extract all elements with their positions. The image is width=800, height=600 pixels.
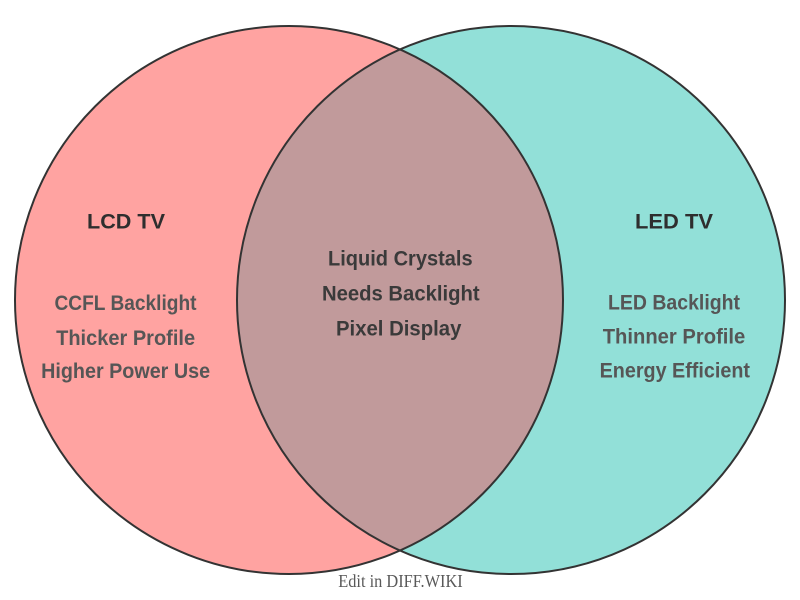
svg-text:LCD TV: LCD TV [87, 211, 165, 234]
svg-text:Edit in DIFF.WIKI: Edit in DIFF.WIKI [338, 571, 463, 591]
svg-text:Higher Power Use: Higher Power Use [41, 360, 210, 383]
svg-text:Needs Backlight: Needs Backlight [322, 282, 480, 305]
svg-text:Pixel Display: Pixel Display [336, 317, 462, 340]
svg-text:Energy Efficient: Energy Efficient [600, 359, 750, 382]
svg-text:LED TV: LED TV [635, 210, 713, 233]
svg-text:CCFL Backlight: CCFL Backlight [55, 292, 197, 315]
svg-text:Liquid Crystals: Liquid Crystals [328, 248, 473, 271]
svg-text:Thinner Profile: Thinner Profile [603, 326, 746, 349]
svg-text:Thicker Profile: Thicker Profile [56, 327, 195, 350]
svg-text:LED Backlight: LED Backlight [608, 291, 740, 314]
